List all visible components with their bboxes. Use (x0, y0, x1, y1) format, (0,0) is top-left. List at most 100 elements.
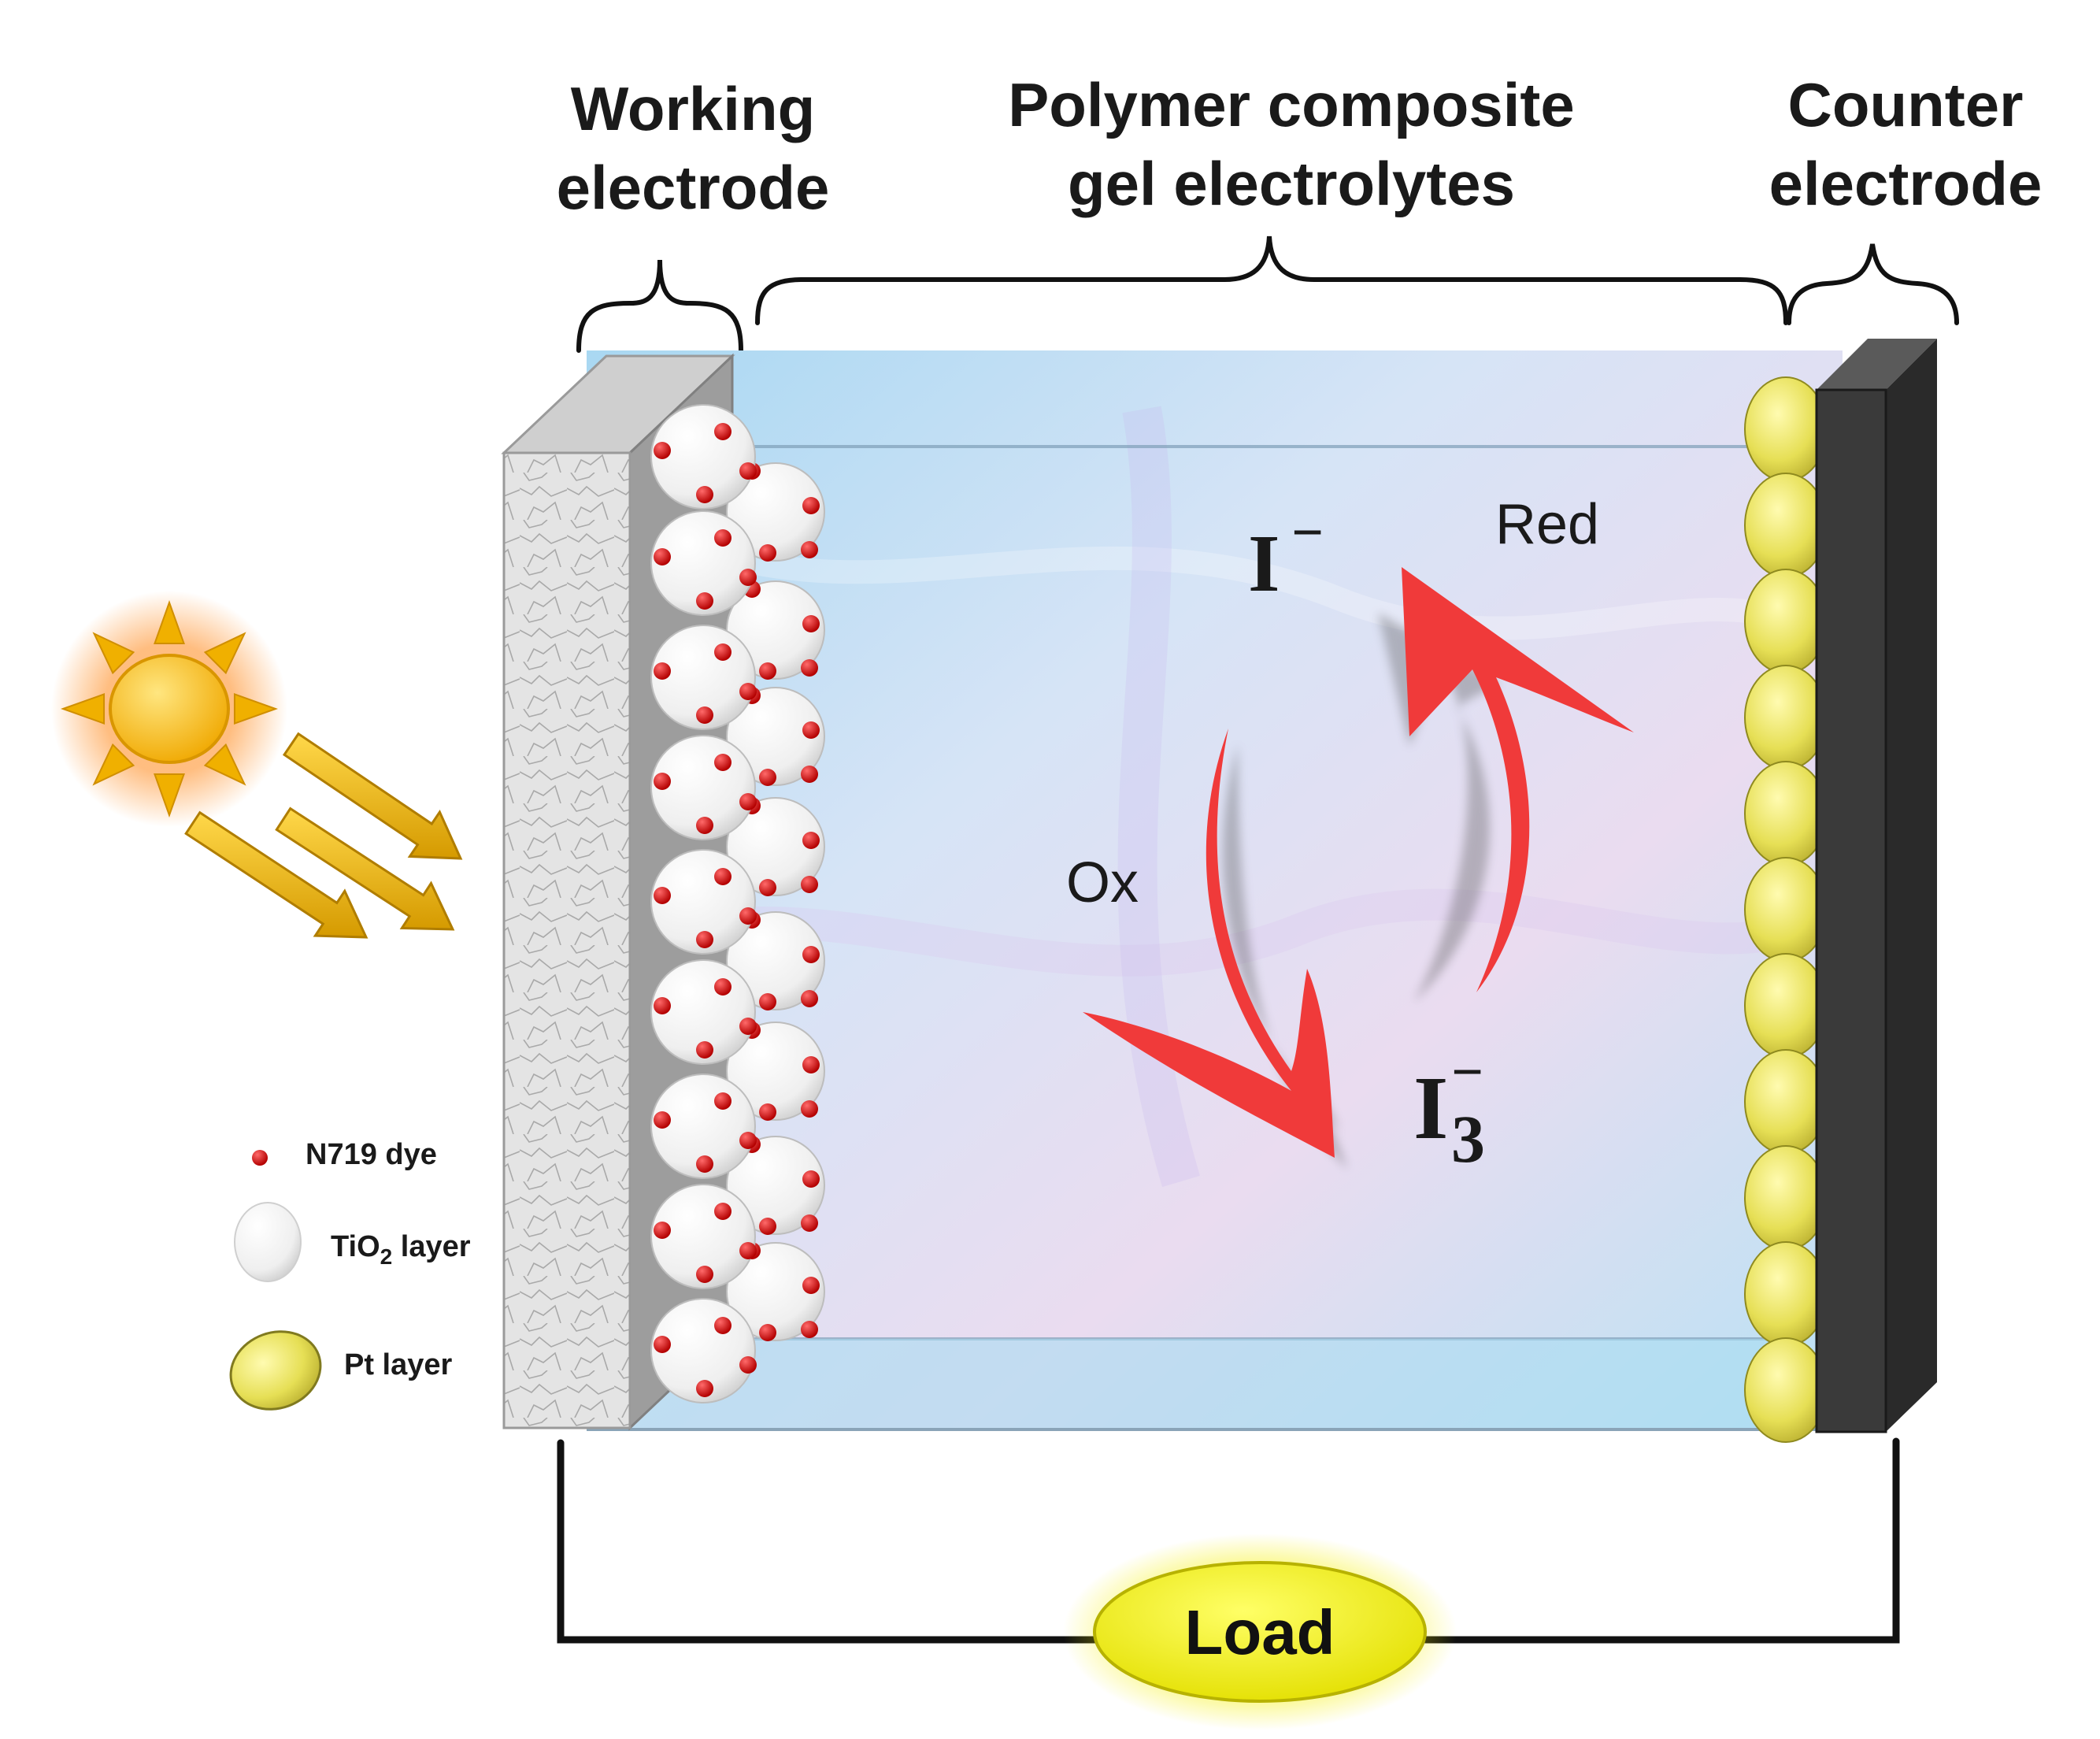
dye-molecule (801, 1100, 818, 1118)
circuit-wire-right (1421, 1437, 1900, 1644)
pt-particle (1744, 376, 1828, 482)
legend-tio2-rest: layer (392, 1230, 471, 1263)
tio2-particle (650, 849, 757, 955)
dye-molecule (654, 548, 671, 565)
electrolyte-header-line1: Polymer composite (1008, 70, 1575, 139)
dye-molecule (714, 868, 731, 885)
dye-molecule (714, 423, 731, 440)
dye-molecule (802, 832, 820, 849)
working-electrode-header-line2: electrode (557, 153, 830, 222)
counter-side-face (1886, 339, 1937, 1432)
dye-molecule (759, 993, 776, 1010)
legend-tio2-swatch (234, 1202, 302, 1282)
counter-electrode-header-line2: electrode (1769, 149, 2043, 218)
redox-arrow-icon-down (1083, 729, 1335, 1158)
pt-particle (1744, 1241, 1828, 1347)
working-brace (576, 259, 743, 353)
dye-molecule (801, 659, 818, 677)
dye-molecule (739, 1018, 757, 1035)
tio2-particle (650, 510, 757, 616)
reduction-label: Red (1495, 493, 1599, 556)
pt-layer (1744, 376, 1828, 1443)
legend-pt-swatch (229, 1330, 322, 1411)
dye-molecule (759, 769, 776, 786)
tio2-particle (726, 580, 825, 680)
dye-molecule (654, 662, 671, 680)
tio2-particle (650, 735, 757, 840)
counter-brace (1787, 243, 1959, 325)
working-electrode-header-line1: Working (571, 74, 816, 143)
dye-molecule (802, 1277, 820, 1294)
dye-molecule (739, 1356, 757, 1374)
light-ray-arrow-icon (282, 732, 463, 860)
dye-molecule (739, 462, 757, 480)
pt-particle (1744, 953, 1828, 1059)
dye-molecule (739, 569, 757, 586)
tio2-particle (650, 1298, 757, 1403)
pt-particle (1744, 857, 1828, 962)
dye-molecule (759, 879, 776, 896)
pt-particle (1744, 1145, 1828, 1251)
dye-molecule (739, 793, 757, 810)
dye-molecule (739, 907, 757, 925)
pt-particle (1744, 761, 1828, 866)
dye-molecule (802, 615, 820, 632)
dye-molecule (714, 1203, 731, 1220)
dye-molecule (654, 1222, 671, 1239)
external-circuit (557, 1437, 1900, 1644)
light-ray-arrow-icon (275, 806, 455, 931)
dye-molecule (739, 1242, 757, 1259)
ion-labels: I − I 3 − Red Ox (1066, 493, 1599, 1177)
pt-particle (1744, 473, 1828, 578)
tio2-particle (650, 1073, 757, 1179)
counter-electrode-header-line1: Counter (1788, 70, 2024, 139)
dye-molecule (696, 817, 713, 834)
legend-tio2-label: TiO2 layer (331, 1230, 471, 1269)
triiodide-ion-subscript: 3 (1451, 1101, 1485, 1177)
dye-molecule (654, 997, 671, 1014)
glass-front-face (502, 451, 631, 1429)
load-component: Load (1063, 1533, 1457, 1730)
dye-molecule (714, 1092, 731, 1110)
counter-electrode (1815, 339, 1937, 1433)
dye-molecule (696, 1266, 713, 1283)
circuit-wire-left (557, 1439, 1106, 1644)
oxidation-arrow-shadow (1222, 744, 1348, 1170)
legend: N719 dye TiO2 layer Pt layer (229, 1138, 471, 1411)
dye-molecule (759, 662, 776, 680)
dye-molecule (714, 754, 731, 771)
dye-molecule (759, 1103, 776, 1121)
counter-front-face (1815, 388, 1887, 1433)
dye-molecule (801, 1214, 818, 1232)
dye-molecule (714, 978, 731, 996)
pt-particle (1744, 569, 1828, 674)
dye-molecule (696, 486, 713, 503)
dye-molecule (654, 1111, 671, 1129)
electrolyte-brace (755, 235, 1788, 325)
dye-molecule (801, 876, 818, 893)
legend-tio2-sub: 2 (380, 1244, 393, 1269)
dye-molecule (759, 1324, 776, 1341)
triiodide-ion-charge: − (1451, 1040, 1483, 1103)
dye-molecule (654, 1336, 671, 1353)
triiodide-ion-symbol: I (1413, 1058, 1448, 1158)
dye-molecule (714, 643, 731, 661)
tio2-particle (650, 959, 757, 1065)
pt-particle (1744, 1337, 1828, 1443)
dye-molecule (802, 1170, 820, 1188)
tio2-particle (650, 404, 757, 510)
redox-arrow-icon-up (1402, 567, 1634, 992)
pt-particle (1744, 1049, 1828, 1155)
header-braces (576, 235, 1959, 353)
dye-molecule (654, 773, 671, 790)
legend-tio2-main: TiO (331, 1230, 380, 1263)
dye-molecule (759, 1218, 776, 1235)
tio2-layer (650, 404, 825, 1403)
tio2-particle (650, 1184, 757, 1289)
light-rays (184, 732, 463, 939)
dye-molecule (696, 592, 713, 610)
electrolyte-header-line2: gel electrolytes (1068, 149, 1515, 218)
pt-particle (1744, 665, 1828, 770)
dye-molecule (714, 529, 731, 547)
